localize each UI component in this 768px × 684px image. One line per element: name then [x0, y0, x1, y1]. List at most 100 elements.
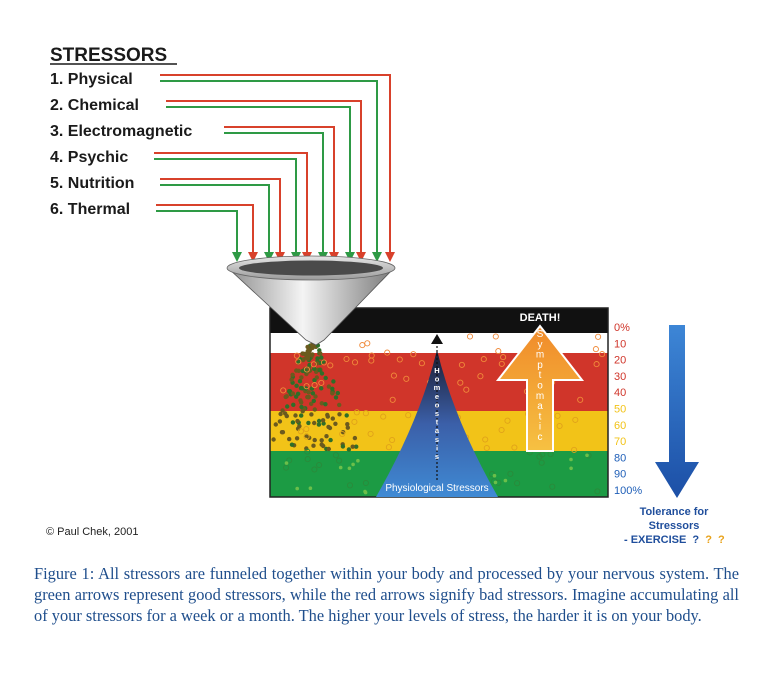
stressor-dot	[493, 480, 498, 485]
stressor-dot	[311, 382, 318, 389]
funnel	[226, 255, 396, 346]
stressor-dot	[492, 473, 497, 478]
stressor-dot	[303, 383, 310, 390]
stressor-dot	[367, 430, 374, 437]
stressor-dot	[495, 348, 502, 355]
stressor-dot	[503, 478, 508, 483]
stressor-dot	[258, 448, 262, 452]
stressor-dot	[324, 434, 329, 439]
stressor-dot	[303, 366, 310, 373]
stressor-dot	[362, 410, 369, 417]
stressor-dot	[405, 412, 412, 419]
stressor-dot	[346, 482, 354, 489]
stressor-dot	[310, 361, 317, 368]
good-stressor-arrow	[160, 80, 378, 254]
stressor-dot	[333, 421, 338, 426]
stressor-dot	[320, 359, 328, 366]
stressor-dot	[313, 394, 318, 399]
stressor-dot	[312, 420, 317, 426]
stressor-dot	[318, 351, 323, 356]
stressor-dot	[363, 490, 368, 495]
stressor-dot	[389, 436, 396, 444]
stressor-dot	[385, 444, 392, 451]
stressor-dot	[304, 456, 311, 463]
stressor-dot	[410, 351, 417, 358]
stressor-arrows	[154, 74, 395, 262]
stressor-dot	[492, 333, 499, 340]
stressor-dot	[310, 391, 316, 396]
stressor-dot	[305, 344, 310, 350]
stressor-label: 4. Psychic	[50, 149, 128, 166]
bad-stressor-arrow	[156, 204, 254, 254]
stressor-dot	[306, 420, 311, 426]
stressor-dot	[482, 436, 489, 443]
stressor-dot	[556, 422, 563, 430]
stressor-dot	[280, 430, 286, 435]
physiological-stressors-label: Physiological Stressors	[385, 483, 488, 494]
stressor-dot	[326, 384, 332, 389]
stressor-label: 5. Nutrition	[50, 175, 134, 192]
stressor-dot	[305, 348, 310, 354]
stressor-dot	[273, 422, 278, 427]
stressor-dot	[352, 435, 358, 441]
stressor-dot	[457, 379, 464, 386]
stressor-dot	[318, 379, 325, 386]
stressor-dot	[289, 442, 295, 447]
scale-label: 60	[614, 420, 626, 432]
stressor-dot	[315, 356, 320, 361]
copyright: © Paul Chek, 2001	[46, 526, 139, 538]
stressor-dot	[290, 391, 296, 396]
stressor-dot	[592, 346, 599, 353]
stressor-dot	[311, 443, 316, 448]
good-stressor-arrow-head	[372, 252, 382, 262]
stressor-dot	[343, 355, 350, 363]
stressor-dot	[577, 396, 584, 403]
stressor-dot	[319, 438, 324, 443]
stressor-dot	[320, 418, 326, 423]
scale-label: 40	[614, 387, 626, 399]
stressor-dot	[403, 375, 410, 382]
stressor-dot	[294, 436, 300, 441]
stressor-dot	[504, 417, 511, 424]
stressor-dot	[345, 425, 350, 430]
bad-stressor-arrow	[154, 152, 308, 254]
stressor-label: 2. Chemical	[50, 97, 139, 114]
stressor-dot	[280, 408, 285, 413]
stressor-dot	[284, 394, 289, 399]
stressor-dot	[309, 352, 315, 357]
stressor-dot	[339, 430, 346, 438]
stressor-label: 6. Thermal	[50, 201, 130, 218]
stressor-dot	[511, 444, 518, 451]
stressor-dot	[284, 461, 289, 465]
stressor-dot	[311, 466, 318, 473]
stressor-dot	[271, 437, 276, 442]
stressor-dot	[354, 444, 359, 449]
stressor-dot	[295, 426, 301, 431]
stressor-dot	[259, 443, 263, 447]
stressor-dot	[344, 413, 349, 418]
stressor-dot	[507, 470, 514, 477]
stressor-dot	[350, 444, 355, 449]
stressor-dot	[572, 416, 579, 423]
symptomatic-arrow	[495, 324, 585, 452]
death-label: DEATH!	[520, 312, 561, 324]
stressor-dot	[300, 409, 305, 414]
stressor-dot	[595, 333, 602, 340]
stressor-dot	[298, 398, 303, 403]
good-stressor-arrow	[224, 132, 324, 254]
stressor-label: 1. Physical	[50, 71, 133, 88]
stressor-dot	[278, 411, 283, 417]
bad-stressor-arrow	[224, 126, 335, 254]
stressor-dot	[295, 418, 300, 424]
stressor-dot	[549, 483, 556, 490]
stressor-dot	[389, 396, 396, 403]
stressor-dot	[285, 404, 290, 409]
stressor-dot	[554, 412, 561, 419]
scale-label: 0%	[614, 322, 630, 334]
stressor-dot	[287, 389, 292, 394]
stressor-dot	[299, 375, 304, 380]
stressor-dot	[384, 349, 391, 356]
stressor-dot	[569, 457, 573, 462]
tolerance-line1: Tolerance for	[640, 506, 710, 518]
